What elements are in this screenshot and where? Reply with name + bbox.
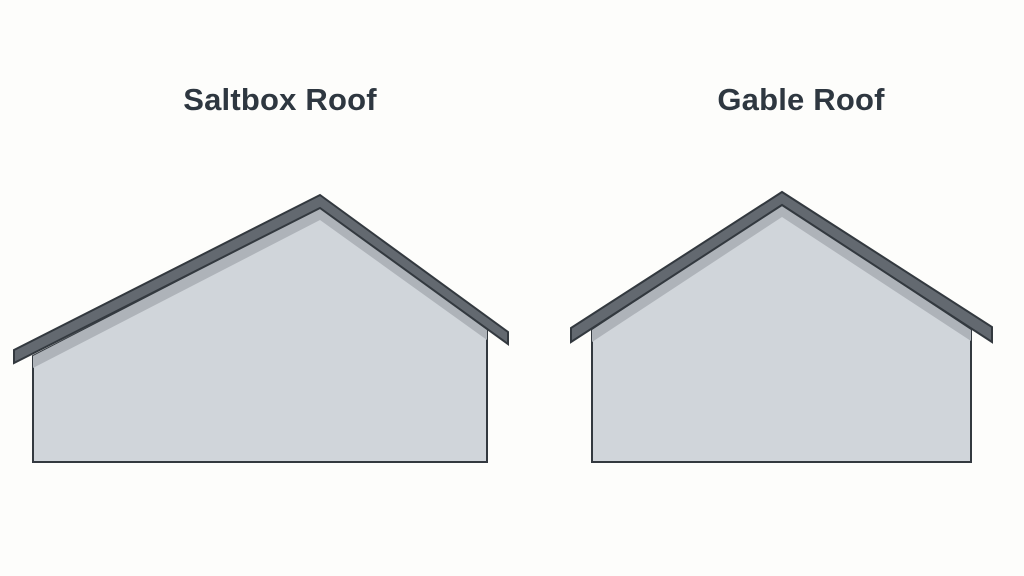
gable-wall bbox=[591, 203, 972, 463]
gable-roof-title: Gable Roof bbox=[717, 82, 885, 117]
saltbox-roof-title: Saltbox Roof bbox=[183, 82, 377, 117]
gable-house bbox=[570, 190, 993, 463]
gable-roof bbox=[570, 190, 993, 344]
saltbox-roof bbox=[13, 193, 509, 365]
saltbox-house bbox=[13, 193, 509, 463]
saltbox-roof-shadow bbox=[33, 208, 487, 368]
